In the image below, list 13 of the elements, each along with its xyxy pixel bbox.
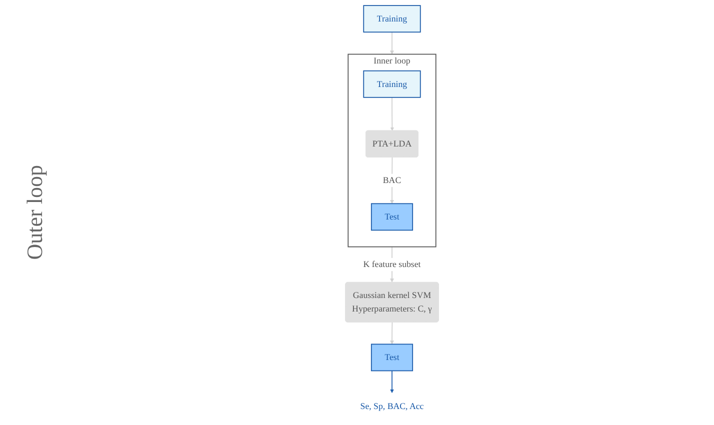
node-box: Test bbox=[370, 344, 414, 372]
edge-label: BAC bbox=[382, 176, 402, 186]
arrow bbox=[390, 156, 394, 204]
edge-label: K feature subset bbox=[363, 260, 421, 270]
arrow bbox=[390, 370, 394, 394]
node-text: Se, Sp, BAC, Acc bbox=[360, 401, 424, 412]
arrow bbox=[390, 322, 394, 344]
arrow bbox=[390, 96, 394, 131]
node-box: Training bbox=[363, 5, 421, 33]
loop-label: Outer loop bbox=[22, 165, 48, 260]
arrow bbox=[390, 32, 394, 54]
node-box: Test bbox=[370, 203, 414, 231]
node-box: Training bbox=[363, 70, 421, 98]
